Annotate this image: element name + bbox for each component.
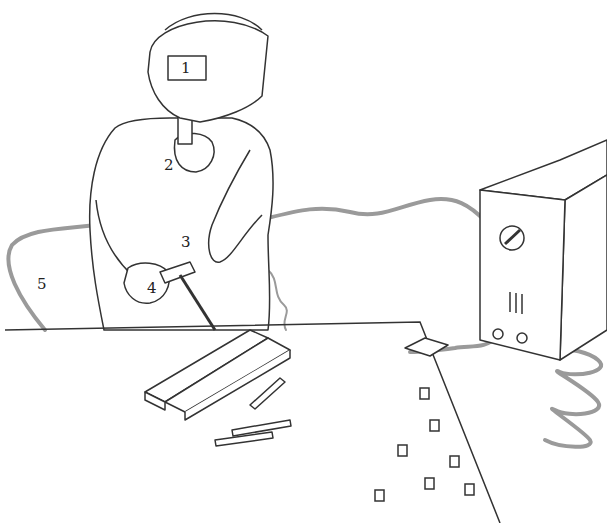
figure [90,14,273,331]
welder-body [90,118,273,330]
slag-chip [465,484,474,495]
electrode [180,275,215,330]
electrode-stub [250,378,285,409]
welder-arm [96,200,132,275]
mask-window [168,56,206,80]
metal-plate [145,392,165,410]
slag-chip [420,388,429,399]
metal-plate [165,338,290,412]
machine-side [560,175,607,360]
welder-arm [209,150,262,262]
output-socket [517,333,527,343]
slag-chips [375,388,474,501]
callout-number: 4 [147,280,157,296]
ground-clamp [405,338,448,356]
smoke [268,270,287,330]
machine-knob [500,226,524,250]
table-edge [5,322,500,523]
slag-chip [450,456,459,467]
electrode-holder [160,262,195,283]
slag-chip [375,490,384,501]
welding-cable [268,199,486,222]
knob-handle [505,230,520,244]
slag-chip [425,478,434,489]
callout-number: 1 [181,60,191,76]
metal-plate [185,350,290,420]
slag-chip [430,420,439,431]
callout-number: 2 [164,157,174,173]
callout-number: 3 [181,234,191,250]
vent-slot [521,294,523,314]
table [5,322,500,523]
mask-strap [165,14,262,31]
callout-number: 5 [37,276,47,292]
workpiece [145,330,448,446]
welding-machine [480,140,607,360]
welder-glove [124,263,169,303]
slag-chip [398,445,407,456]
welding-mask [148,21,268,122]
vent-slot [515,293,517,313]
machine-front [480,190,565,360]
output-socket [493,329,503,339]
vent-slot [509,292,511,312]
electrode-stub [215,432,273,446]
